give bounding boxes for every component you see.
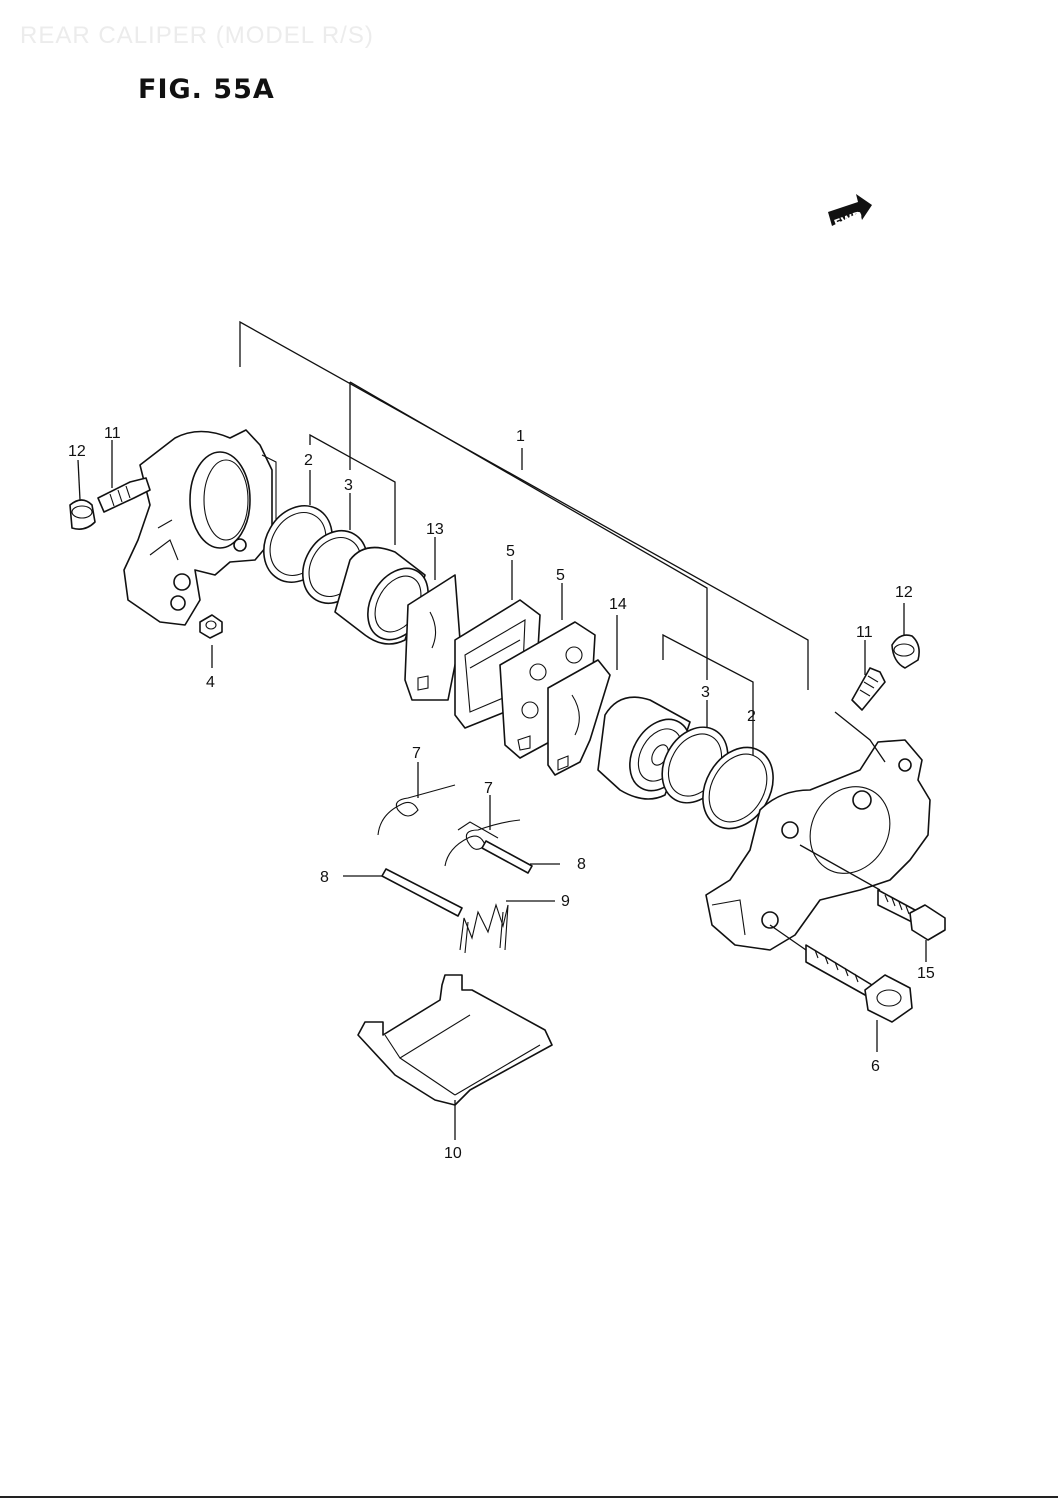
caliper-bolt-upper: [799, 844, 946, 941]
bleeder-valve-right: [834, 667, 886, 763]
callout-9: 9: [561, 893, 570, 910]
callout-13: 13: [426, 521, 444, 538]
bleeder-cap-left: [69, 499, 96, 530]
right-caliper-body: [705, 739, 931, 951]
callout-7-left: 7: [412, 745, 421, 762]
callout-1: 1: [516, 428, 525, 445]
callout-3-right: 3: [701, 684, 710, 701]
callout-12-right: 12: [895, 584, 913, 601]
diagram-title: REAR CALIPER (MODEL R/S): [20, 22, 374, 49]
callout-5-left: 5: [506, 543, 515, 560]
callout-12-left: 12: [68, 443, 86, 460]
piston-seal-right: [702, 746, 774, 830]
bleeder-cap-right: [891, 634, 920, 669]
callout-3-left: 3: [344, 477, 353, 494]
caliper-bolt-lower: [769, 924, 913, 1023]
bushing: [199, 614, 223, 639]
pad-spring-b: [444, 819, 521, 867]
callout-2-right: 2: [747, 708, 756, 725]
pad-shim-left: [404, 574, 461, 701]
leader-lines: [77, 440, 927, 1140]
page-bottom-rule: [0, 1496, 1058, 1498]
callout-8-right: 8: [577, 856, 586, 873]
assembly-bracket-lines: [239, 320, 809, 725]
callout-labels: 1 2 2 3 3 4 5 5 6 7 7 8 8 9 10 11 11 12 …: [68, 425, 935, 1162]
pad-shim-right: [547, 659, 611, 776]
pad-pin-a: [381, 868, 463, 917]
figure-number: FIG. 55A: [138, 74, 275, 105]
callout-6: 6: [871, 1058, 880, 1075]
callout-10: 10: [444, 1145, 462, 1162]
fwd-arrow-icon: FWD: [828, 194, 872, 231]
callout-11-right: 11: [856, 624, 873, 641]
callout-14: 14: [609, 596, 627, 613]
left-caliper-body: [123, 429, 277, 626]
callout-7-right: 7: [484, 780, 493, 797]
pad-clip: [459, 903, 509, 954]
callout-8-left: 8: [320, 869, 329, 886]
callout-5-right: 5: [556, 567, 565, 584]
pad-cover-plate: [357, 974, 553, 1106]
pad-pin-b: [481, 840, 533, 874]
callout-2-left: 2: [304, 452, 313, 469]
pad-spring-a: [377, 784, 456, 836]
callout-11-left: 11: [104, 425, 121, 442]
callout-15: 15: [917, 965, 935, 982]
bleeder-valve-left: [97, 477, 151, 513]
callout-4: 4: [206, 674, 215, 691]
